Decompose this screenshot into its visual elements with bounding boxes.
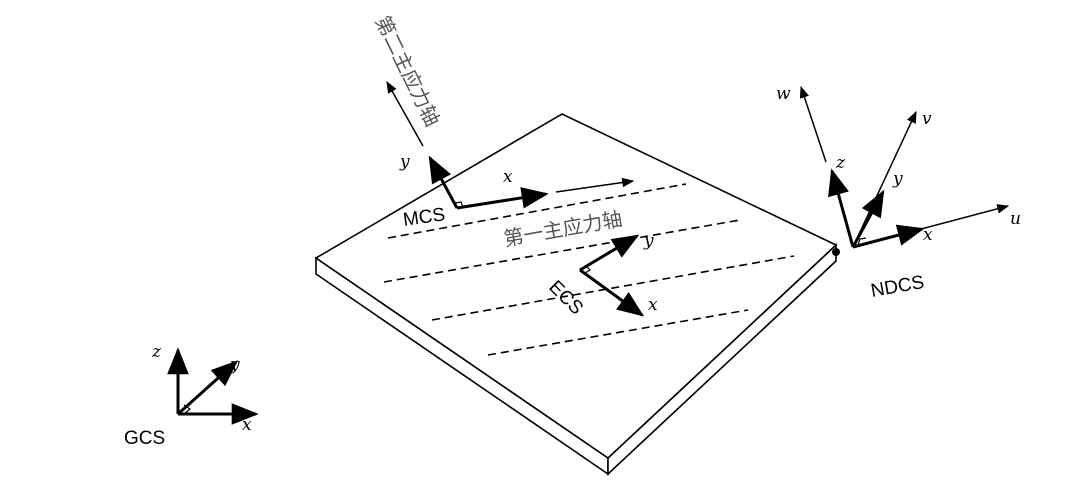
mcs-axes <box>386 80 635 210</box>
gcs-name-label: GCS <box>124 428 165 449</box>
dashed-line-4 <box>487 309 749 356</box>
ndcs-right-angle-mark <box>857 237 867 246</box>
ndcs-axes <box>799 85 1010 249</box>
ndcs-w-axis <box>799 85 827 163</box>
gcs-z-label: z <box>151 342 162 362</box>
ndcs-z-axis <box>828 168 855 248</box>
dashed-lines <box>383 183 795 356</box>
ndcs-x-label: x <box>923 225 933 245</box>
plate-corner-marker <box>832 248 840 256</box>
mcs-y-extension-arrow <box>386 80 424 147</box>
ndcs-v-label: v <box>922 109 932 129</box>
mcs-right-angle-mark <box>454 201 464 208</box>
mcs-y-axis <box>428 155 459 209</box>
ndcs-name-label: NDCS <box>869 272 926 302</box>
second-principal-axis-label: 第二主应力轴 <box>371 12 445 130</box>
plate <box>314 113 838 476</box>
ndcs-u-label: u <box>1010 209 1021 229</box>
ecs-x-axis <box>579 268 645 317</box>
dashed-line-1 <box>387 183 687 239</box>
ndcs-y-label: y <box>892 169 903 189</box>
gcs-y-label: y <box>229 355 240 375</box>
ecs-x-label: x <box>648 295 658 315</box>
ndcs-z-label: z <box>835 153 846 173</box>
mcs-y-label: y <box>399 152 410 172</box>
gcs-x-label: x <box>242 415 252 435</box>
mcs-x-label: x <box>503 167 513 187</box>
ndcs-v-axis <box>852 110 917 248</box>
ecs-y-label: y <box>643 231 654 251</box>
dashed-line-3 <box>431 255 795 321</box>
gcs-right-angle-mark <box>183 404 192 415</box>
mcs-x-axis <box>456 187 549 210</box>
mcs-x-extension-arrow <box>555 177 635 193</box>
gcs-y-axis <box>176 360 239 416</box>
gcs-axes <box>167 347 259 425</box>
plate-top-face <box>314 113 838 460</box>
ndcs-w-label: w <box>776 84 791 104</box>
ndcs-u-axis <box>852 204 1010 248</box>
ecs-right-angle-mark <box>584 265 591 274</box>
dashed-line-2 <box>383 219 741 283</box>
ecs-axes <box>579 234 645 317</box>
ecs-y-axis <box>579 234 640 272</box>
